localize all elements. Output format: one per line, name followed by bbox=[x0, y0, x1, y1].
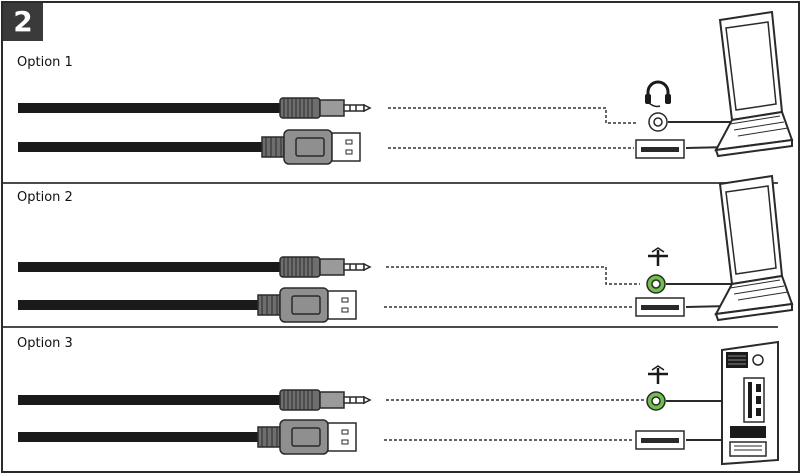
audio-connection-line bbox=[386, 266, 640, 285]
usb-cable bbox=[18, 432, 258, 442]
audio-cable bbox=[18, 262, 280, 272]
laptop-illustration bbox=[715, 175, 793, 321]
usb-plug bbox=[257, 419, 357, 455]
audio-connection-line bbox=[388, 107, 638, 124]
option-2-group bbox=[18, 175, 793, 323]
headphone-jack bbox=[648, 112, 668, 132]
usb-plug bbox=[261, 129, 361, 165]
audio-plug bbox=[279, 256, 371, 278]
usb-cable bbox=[18, 142, 262, 152]
desktop-tower-illustration bbox=[721, 340, 779, 466]
option-3-group bbox=[18, 340, 779, 466]
option-divider-2 bbox=[3, 326, 778, 328]
usb-cable bbox=[18, 300, 258, 310]
usb-port bbox=[635, 297, 685, 317]
usb-port bbox=[635, 430, 685, 450]
audio-out-jack bbox=[646, 274, 666, 294]
audio-plug bbox=[279, 97, 371, 119]
option-2-label: Option 2 bbox=[17, 190, 73, 205]
audio-cable bbox=[18, 103, 280, 113]
laptop-illustration bbox=[715, 11, 793, 157]
audio-cable bbox=[18, 395, 280, 405]
audio-plug bbox=[279, 389, 371, 411]
option-1-label: Option 1 bbox=[17, 55, 73, 70]
option-3-label: Option 3 bbox=[17, 336, 73, 351]
option-1-group bbox=[18, 11, 793, 165]
usb-port bbox=[635, 139, 685, 159]
speaker-out-icon bbox=[648, 365, 668, 384]
audio-out-jack bbox=[646, 391, 666, 411]
step-number-badge: 2 bbox=[3, 3, 43, 41]
usb-plug bbox=[257, 287, 357, 323]
headphone-icon bbox=[645, 80, 671, 108]
speaker-out-icon bbox=[648, 247, 668, 266]
option-divider-1 bbox=[3, 182, 778, 184]
